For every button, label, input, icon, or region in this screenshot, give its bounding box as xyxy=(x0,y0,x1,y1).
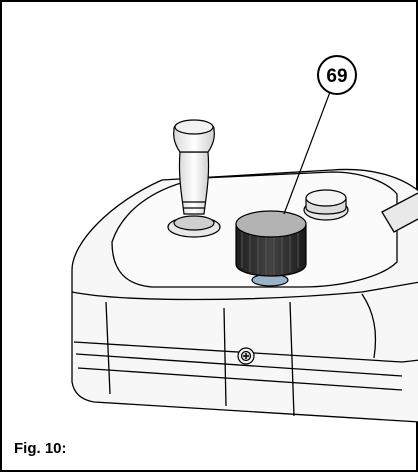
round-push-button xyxy=(303,189,349,221)
screw-icon xyxy=(237,347,255,365)
callout-69: 69 xyxy=(283,55,357,215)
figure-caption: Fig. 10: xyxy=(14,440,67,457)
callout-leader-line xyxy=(283,91,331,215)
joystick xyxy=(167,119,221,238)
callout-number: 69 xyxy=(326,66,347,87)
rotary-knob xyxy=(235,210,307,287)
callout-circle xyxy=(317,55,357,95)
